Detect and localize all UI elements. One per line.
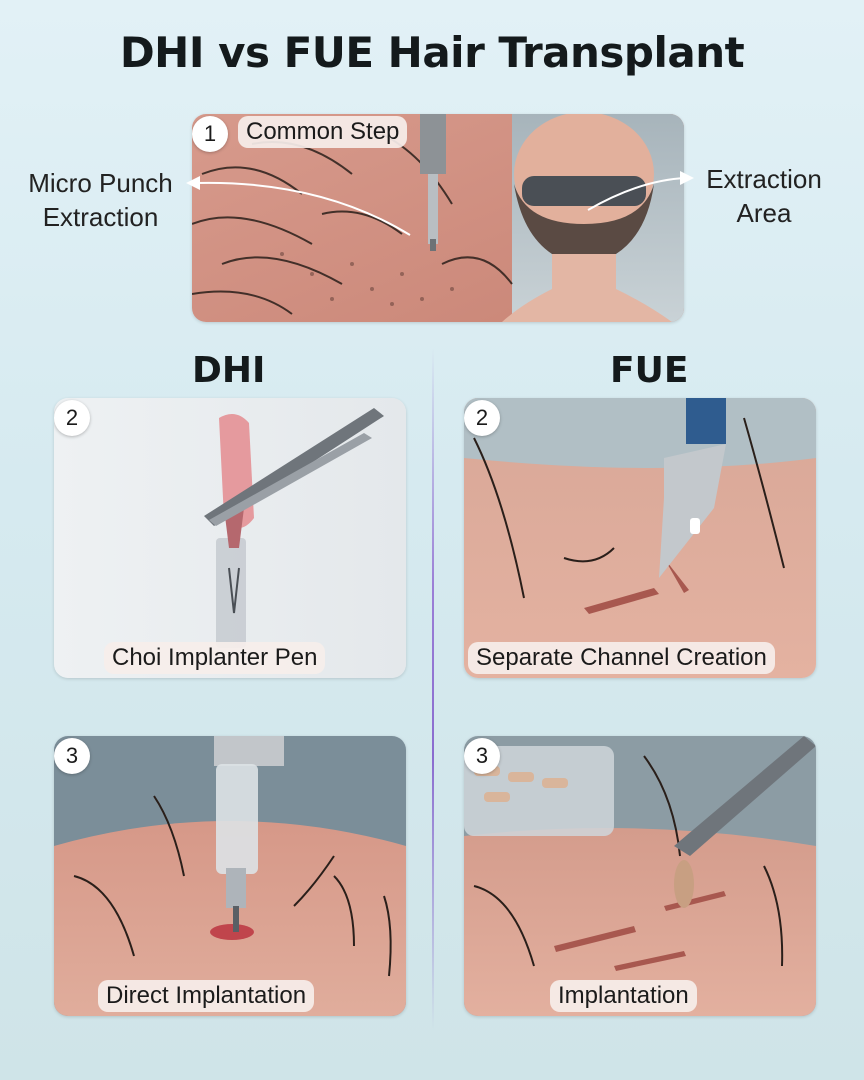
channel-creation-illustration — [464, 398, 816, 678]
fue-step-3-label: Implantation — [550, 980, 697, 1012]
common-step-label: Common Step — [238, 116, 408, 148]
micro-punch-extraction-label: Micro Punch Extraction — [28, 168, 173, 232]
step-number-badge: 3 — [464, 738, 500, 774]
fue-heading: FUE — [610, 350, 689, 391]
extraction-area-label: Extraction Area — [706, 164, 822, 228]
implanter-pen-illustration — [54, 398, 406, 678]
direct-implantation-illustration — [54, 736, 406, 1016]
dhi-step-3-label: Direct Implantation — [98, 980, 315, 1012]
step-number-badge: 2 — [464, 400, 500, 436]
common-step-image: 1 Common Step — [192, 114, 684, 322]
extraction-illustration — [192, 114, 684, 322]
step-number-badge: 1 — [192, 116, 228, 152]
fue-step-2-image: 2 Separate Channel Creation — [464, 398, 816, 678]
fue-step-3-image: 3 Implantation — [464, 736, 816, 1016]
fue-step-2-label: Separate Channel Creation — [468, 642, 775, 674]
step-number-badge: 3 — [54, 738, 90, 774]
dhi-heading: DHI — [192, 350, 266, 391]
column-divider — [432, 348, 434, 1030]
dhi-step-2-image: 2 Choi Implanter Pen — [54, 398, 406, 678]
page-title: DHI vs FUE Hair Transplant — [119, 28, 745, 77]
dhi-step-2-label: Choi Implanter Pen — [104, 642, 326, 674]
dhi-step-3-image: 3 Direct Implantation — [54, 736, 406, 1016]
step-number-badge: 2 — [54, 400, 90, 436]
implantation-illustration — [464, 736, 816, 1016]
